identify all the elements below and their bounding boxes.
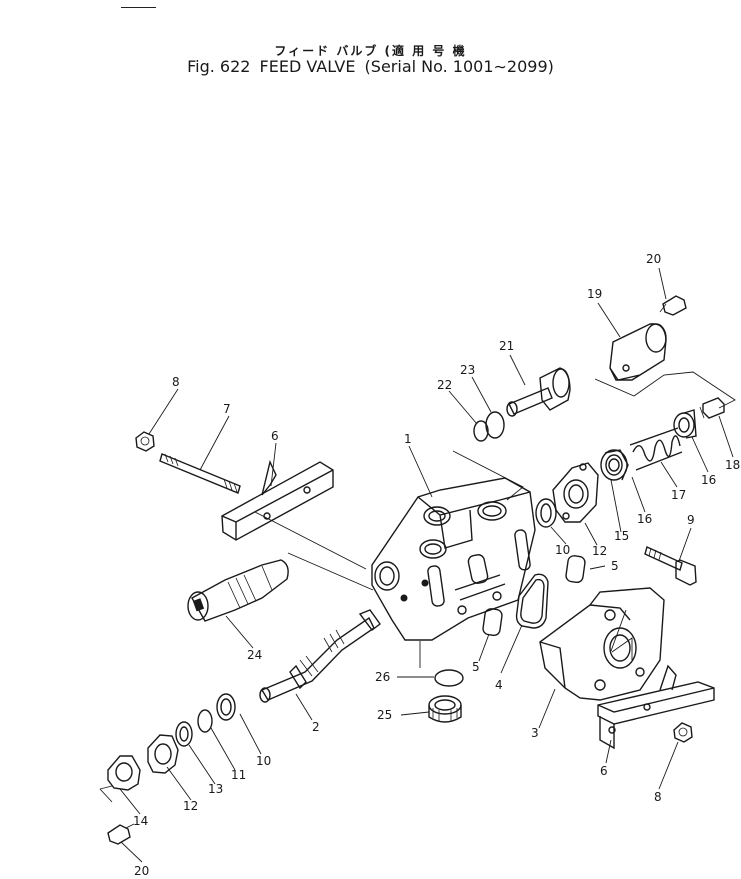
callout-2: 2 bbox=[312, 720, 320, 734]
nut-upper bbox=[135, 431, 155, 452]
flange-12-lower bbox=[147, 734, 179, 774]
callout-26: 26 bbox=[375, 670, 390, 684]
callout-13: 13 bbox=[208, 782, 223, 796]
callout-17: 17 bbox=[671, 488, 686, 502]
cap-15 bbox=[600, 449, 629, 481]
callout-10-lower: 10 bbox=[256, 754, 271, 768]
callout-16-upper: 16 bbox=[701, 473, 716, 487]
assembly-guides bbox=[99, 371, 736, 803]
callout-1: 1 bbox=[404, 432, 412, 446]
callout-8-upper: 8 bbox=[172, 375, 180, 389]
callout-4: 4 bbox=[495, 678, 503, 692]
callout-6-lower: 6 bbox=[600, 764, 608, 778]
plug-25 bbox=[428, 695, 462, 723]
flange-12-upper bbox=[552, 462, 599, 523]
callout-22: 22 bbox=[437, 378, 452, 392]
title-japanese: フィード バルブ (適 用 号 機 bbox=[0, 42, 741, 59]
end-cover bbox=[539, 587, 665, 701]
cap-14 bbox=[107, 755, 141, 791]
spool-2 bbox=[259, 609, 381, 703]
o-ring-26 bbox=[434, 669, 464, 687]
screw-20-lower bbox=[107, 823, 135, 845]
leader-lines bbox=[119, 267, 734, 863]
callout-14: 14 bbox=[133, 814, 148, 828]
cartridge-24 bbox=[187, 559, 289, 622]
figure-label: Fig. 622 bbox=[187, 57, 251, 76]
o-ring-5-lower bbox=[482, 608, 503, 637]
callout-6-upper: 6 bbox=[271, 429, 279, 443]
bracket-upper bbox=[221, 459, 334, 541]
screw-20-upper bbox=[659, 295, 687, 316]
plug-18 bbox=[699, 397, 725, 419]
callout-15: 15 bbox=[614, 529, 629, 543]
seal-13 bbox=[175, 721, 193, 747]
o-ring-11 bbox=[197, 709, 213, 733]
callout-7: 7 bbox=[223, 402, 231, 416]
callout-5-upper: 5 bbox=[611, 559, 619, 573]
serial-note: (Serial No. 1001∼2099) bbox=[364, 57, 554, 76]
housing-19 bbox=[609, 323, 667, 381]
callout-20-upper: 20 bbox=[646, 252, 661, 266]
callout-18: 18 bbox=[725, 458, 740, 472]
title-english: Fig. 622 FEED VALVE (Serial No. 1001∼209… bbox=[0, 57, 741, 76]
callout-12-upper: 12 bbox=[592, 544, 607, 558]
callout-23: 23 bbox=[460, 363, 475, 377]
seat-16-upper bbox=[673, 409, 697, 439]
stud-bolt bbox=[159, 453, 241, 494]
callout-20-lower: 20 bbox=[134, 864, 149, 878]
o-ring-23 bbox=[485, 411, 505, 439]
callout-12-lower: 12 bbox=[183, 799, 198, 813]
callout-9: 9 bbox=[687, 513, 695, 527]
callout-21: 21 bbox=[499, 339, 514, 353]
seal-10-lower bbox=[216, 693, 236, 721]
title-jp-name: フィード バルブ bbox=[274, 44, 379, 58]
callout-10-upper: 10 bbox=[555, 543, 570, 557]
seat-16-lower bbox=[608, 458, 620, 472]
plug-21 bbox=[506, 367, 571, 417]
callout-3: 3 bbox=[531, 726, 539, 740]
callout-5-lower: 5 bbox=[472, 660, 480, 674]
o-ring-5-upper bbox=[565, 555, 586, 584]
callout-24: 24 bbox=[247, 648, 262, 662]
callout-11: 11 bbox=[231, 768, 246, 782]
callout-8-lower: 8 bbox=[654, 790, 662, 804]
callout-19: 19 bbox=[587, 287, 602, 301]
callout-16-lower: 16 bbox=[637, 512, 652, 526]
spring-17 bbox=[629, 427, 683, 471]
nut-lower bbox=[673, 722, 693, 743]
bolt-9 bbox=[644, 546, 697, 586]
callout-25: 25 bbox=[377, 708, 392, 722]
o-ring-22 bbox=[473, 420, 489, 442]
valve-body bbox=[371, 477, 536, 641]
title-jp-applicability: (適 用 号 機 bbox=[384, 44, 467, 58]
callout-labels: 1 2 3 4 5 5 6 6 7 8 8 9 10 10 11 12 12 1… bbox=[133, 252, 740, 878]
corner-mark bbox=[121, 7, 156, 8]
bracket-lower bbox=[597, 664, 715, 750]
gasket bbox=[515, 573, 549, 629]
seal-10-upper bbox=[535, 498, 557, 528]
figure-title: FEED VALVE bbox=[259, 57, 356, 76]
